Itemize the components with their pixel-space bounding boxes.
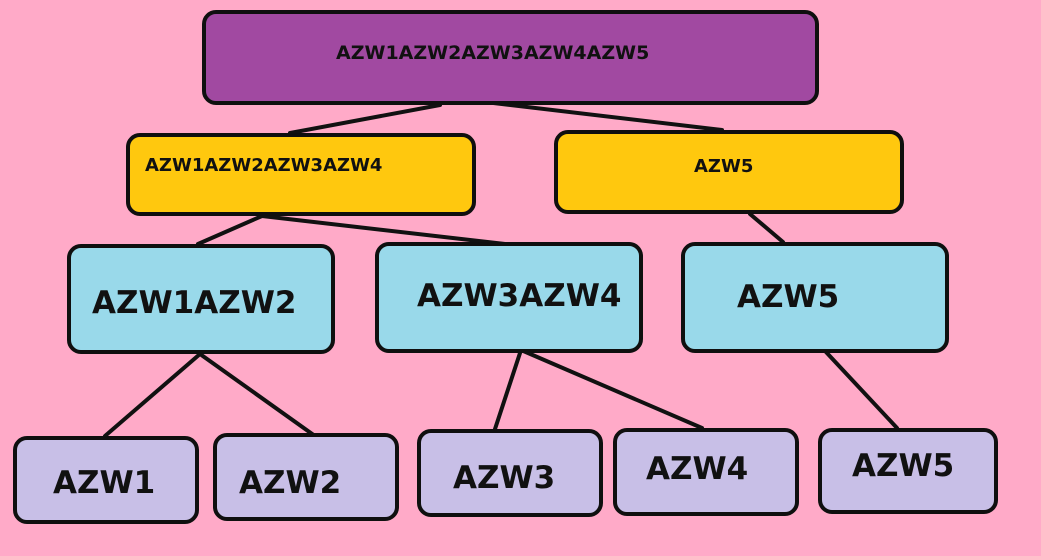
- connector-l2b-to-leaf4: [519, 348, 704, 430]
- connector-l2a-to-leaf2: [198, 352, 317, 438]
- leaf-azw2-label: AZW2: [239, 465, 342, 501]
- node-root: AZW1AZW2AZW3AZW4AZW5: [202, 10, 819, 105]
- node-azw3-azw4: AZW3AZW4: [375, 242, 643, 353]
- node-azw1-azw2: AZW1AZW2: [67, 244, 335, 354]
- node-azw3-azw4-label: AZW3AZW4: [417, 278, 622, 314]
- node-azw5-level1: AZW5: [554, 130, 904, 214]
- connector-root-to-l1a: [288, 103, 442, 135]
- node-azw5-level2-label: AZW5: [737, 279, 840, 315]
- node-azw1-azw4: AZW1AZW2AZW3AZW4: [126, 133, 476, 216]
- connector-l1a-to-l2b: [260, 214, 507, 246]
- leaf-azw5: AZW5: [818, 428, 998, 514]
- connector-l2c-to-leaf5: [824, 350, 899, 430]
- leaf-azw4: AZW4: [613, 428, 799, 516]
- node-azw1-azw4-label: AZW1AZW2AZW3AZW4: [145, 155, 383, 176]
- connector-l1a-to-l2a: [196, 214, 264, 246]
- node-azw5-level1-label: AZW5: [694, 156, 754, 177]
- connector-l1b-to-l2c: [748, 212, 785, 244]
- leaf-azw3: AZW3: [417, 429, 603, 517]
- leaf-azw3-label: AZW3: [453, 460, 556, 496]
- leaf-azw1: AZW1: [13, 436, 199, 524]
- connector-l2b-to-leaf3: [493, 348, 523, 431]
- node-azw1-azw2-label: AZW1AZW2: [92, 285, 297, 321]
- node-azw5-level2: AZW5: [681, 242, 949, 353]
- connector-l2a-to-leaf1: [103, 352, 202, 438]
- leaf-azw4-label: AZW4: [646, 451, 749, 487]
- leaf-azw1-label: AZW1: [53, 465, 156, 501]
- leaf-azw2: AZW2: [213, 433, 399, 521]
- node-root-label: AZW1AZW2AZW3AZW4AZW5: [336, 42, 650, 64]
- connector-root-to-l1b: [483, 100, 724, 132]
- leaf-azw5-label: AZW5: [852, 448, 955, 484]
